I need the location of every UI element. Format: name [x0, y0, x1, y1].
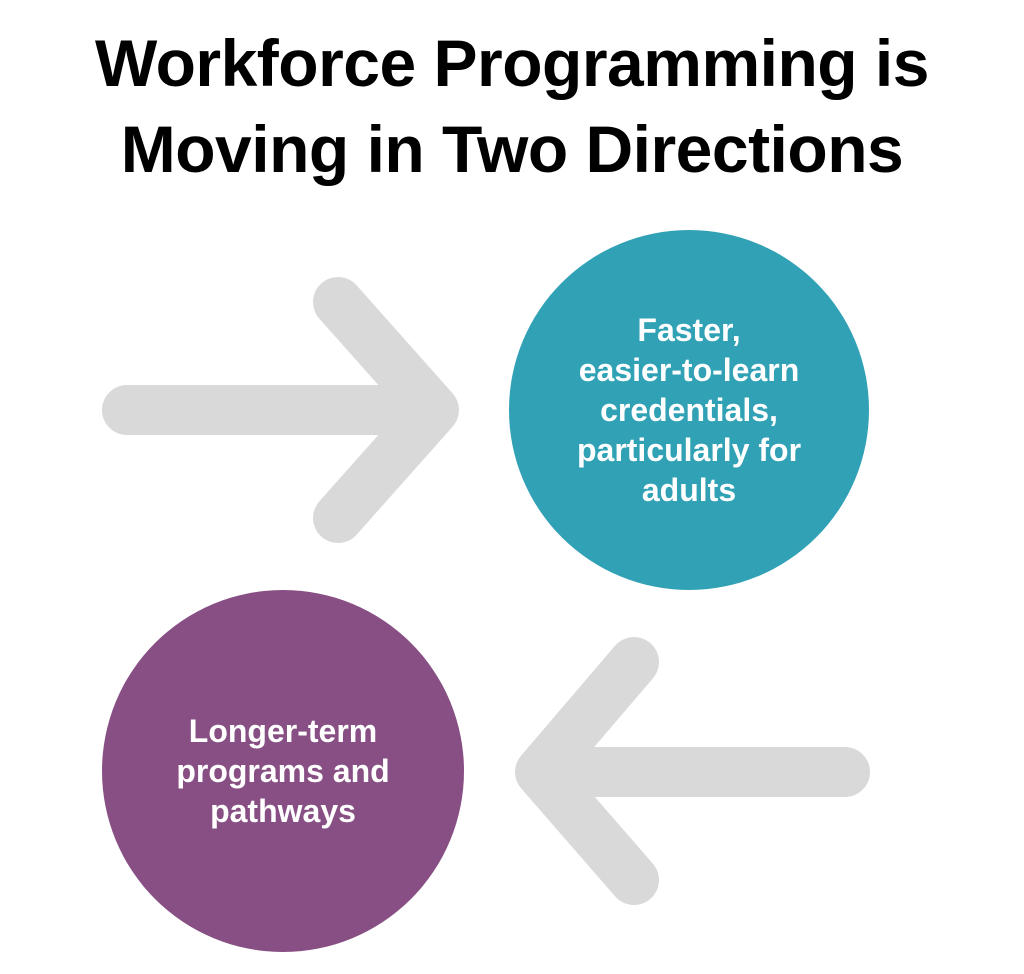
longer-term-programs-circle: Longer-term programs and pathways	[102, 590, 464, 952]
page-title: Workforce Programming is Moving in Two D…	[0, 20, 1024, 192]
arrow-left-icon	[515, 637, 870, 905]
faster-credentials-label: Faster, easier-to-learn credentials, par…	[576, 312, 802, 508]
faster-credentials-circle: Faster, easier-to-learn credentials, par…	[509, 230, 869, 590]
title-line-2: Moving in Two Directions	[120, 112, 904, 186]
title-line-1: Workforce Programming is	[95, 26, 929, 100]
longer-term-programs-label: Longer-term programs and pathways	[176, 713, 390, 829]
arrow-right-icon	[102, 277, 459, 543]
